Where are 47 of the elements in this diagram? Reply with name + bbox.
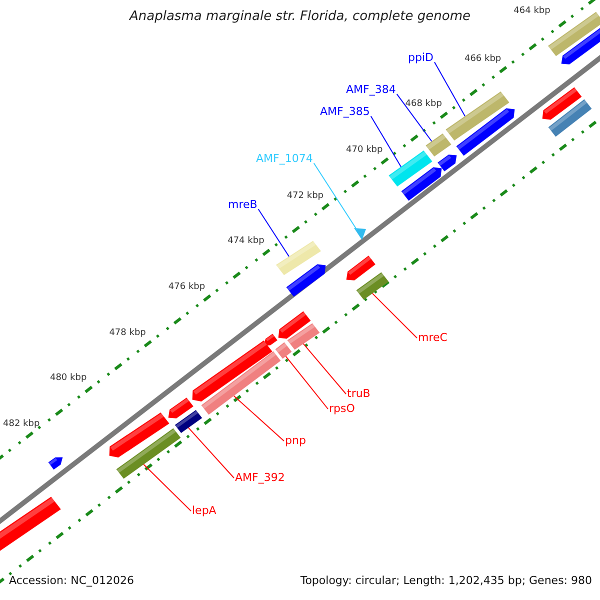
leader-line bbox=[313, 162, 358, 230]
gene-bar bbox=[287, 323, 320, 350]
gene-bar bbox=[356, 272, 389, 300]
info-text: Topology: circular; Length: 1,202,435 bp; Genes: 980 bbox=[300, 575, 592, 588]
leader-line bbox=[233, 395, 284, 442]
gene-name: pnp bbox=[285, 435, 306, 448]
leader-line bbox=[143, 464, 192, 512]
gene-bar bbox=[426, 134, 452, 156]
gene-name: rpsO bbox=[329, 403, 355, 416]
leader-line bbox=[372, 292, 418, 338]
gene-name: ppiD bbox=[408, 52, 434, 64]
scale-label: 470 kbp bbox=[346, 146, 383, 156]
leader-line bbox=[285, 356, 328, 410]
gene-name: AMF_385 bbox=[320, 106, 370, 118]
leader-line bbox=[188, 427, 234, 478]
gene-marker bbox=[354, 228, 366, 240]
gene-bar bbox=[548, 12, 600, 56]
gene-name: mreB bbox=[228, 199, 258, 212]
gene-bar bbox=[276, 240, 321, 276]
leader-line bbox=[258, 208, 290, 257]
scale-label: 466 kbp bbox=[464, 54, 502, 64]
scale-label: 476 kbp bbox=[168, 283, 206, 293]
title: Anaplasma marginale str. Florida, complete genome bbox=[130, 9, 470, 24]
scale-label: 480 kbp bbox=[50, 374, 87, 384]
gene-bar bbox=[275, 342, 292, 359]
scale-label: 478 kbp bbox=[109, 328, 146, 339]
scale-label: 472 kbp bbox=[286, 192, 324, 202]
leader-line bbox=[370, 116, 402, 168]
gene-name: AMF_1074 bbox=[256, 153, 313, 166]
scale-label: 468 kbp bbox=[405, 100, 442, 110]
gene-name: AMF_392 bbox=[235, 472, 285, 484]
scale-label: 482 kbp bbox=[3, 420, 40, 430]
gene-name: truB bbox=[347, 388, 370, 400]
leader-line bbox=[434, 62, 466, 117]
gene-bar bbox=[201, 351, 281, 415]
info-text: Accession: NC_012026 bbox=[9, 575, 134, 588]
scale-label: 464 kbp bbox=[514, 6, 550, 17]
gene-name: mreC bbox=[418, 332, 448, 344]
gene-bar bbox=[388, 150, 432, 186]
leader-line bbox=[396, 94, 432, 142]
gene-bar bbox=[446, 92, 510, 140]
leader-line bbox=[302, 343, 346, 394]
gene-bar bbox=[116, 428, 181, 479]
gene-bar bbox=[174, 410, 202, 433]
gene-name: AMF_384 bbox=[346, 84, 396, 96]
gene-name: lepA bbox=[192, 505, 216, 518]
scale-label: 474 kbp bbox=[228, 237, 264, 248]
